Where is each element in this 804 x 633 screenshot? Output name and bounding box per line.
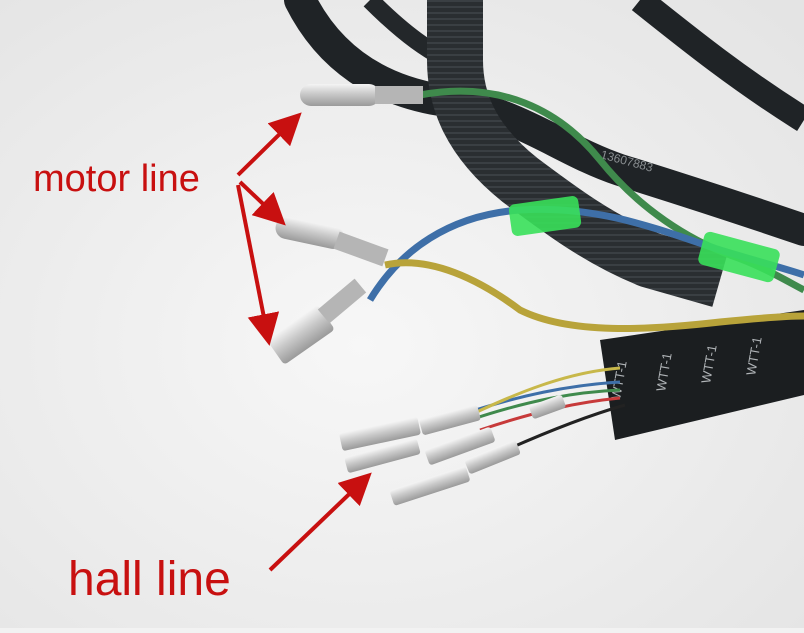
green-sleeve-1 bbox=[508, 196, 582, 236]
sleeve-print-4: WTT-1 bbox=[743, 336, 765, 377]
sleeve-print-2: WTT-1 bbox=[653, 352, 675, 393]
heat-shrink-sleeve bbox=[600, 310, 804, 440]
motor-arrow-top bbox=[236, 112, 302, 177]
sleeve-print-3: WTT-1 bbox=[698, 344, 720, 385]
motor-arrows bbox=[236, 112, 302, 346]
black-cable-main bbox=[284, 0, 804, 246]
motor-line-label: motor line bbox=[33, 158, 200, 200]
hall-wire-blue bbox=[459, 380, 621, 417]
motor-arrow-bottom bbox=[236, 184, 280, 346]
hall-arrow bbox=[268, 472, 372, 572]
hall-line-label: hall line bbox=[68, 553, 231, 606]
yellow-motor-wire bbox=[384, 259, 804, 332]
motor-bullet-connector-middle bbox=[275, 217, 389, 267]
motor-bullet-connector-top bbox=[300, 84, 423, 106]
black-cable-right bbox=[631, 0, 804, 132]
motor-arrow-middle bbox=[238, 180, 286, 226]
green-sleeve-2 bbox=[698, 231, 780, 283]
hall-connectors bbox=[339, 395, 566, 506]
motor-spade-connector-bottom bbox=[268, 278, 367, 364]
